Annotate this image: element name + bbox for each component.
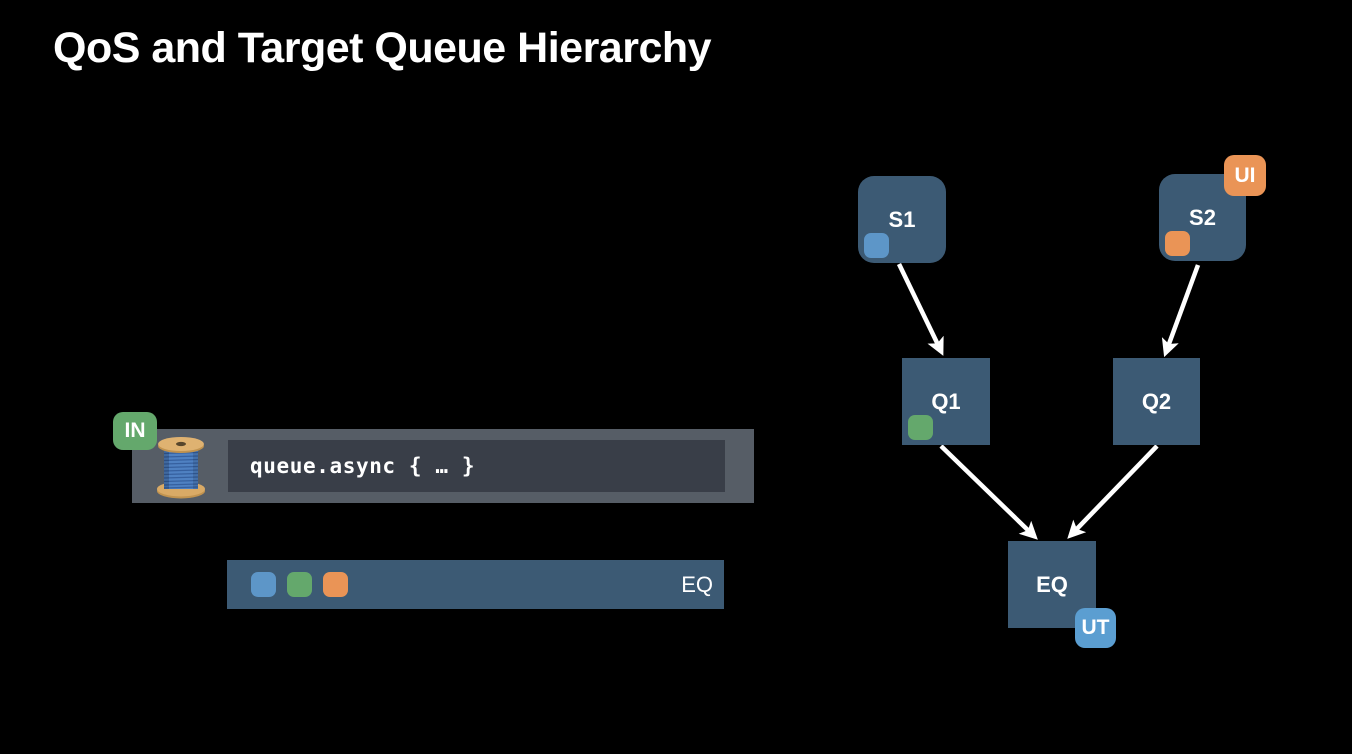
arrow-q1-eq	[939, 444, 1038, 540]
page-title: QoS and Target Queue Hierarchy	[53, 24, 712, 72]
serial-queue-bar: queue.async { … }	[132, 429, 754, 503]
in-badge: IN	[113, 412, 157, 450]
thread-spool-icon	[157, 437, 205, 499]
node-q2: Q2	[1113, 358, 1200, 445]
in-badge-label: IN	[124, 419, 146, 442]
node-s1: S1	[858, 176, 946, 263]
arrow-q2-eq	[1067, 444, 1159, 539]
qos-chip-orange	[323, 572, 348, 597]
node-s2: S2	[1159, 174, 1246, 261]
code-box: queue.async { … }	[228, 440, 725, 492]
node-q1: Q1	[902, 358, 990, 445]
node-s1-label: S1	[888, 206, 916, 232]
node-eq-label: EQ	[1036, 571, 1068, 597]
eq-bar-label: EQ	[681, 571, 713, 597]
ui-qos-badge: UI	[1224, 155, 1266, 196]
qos-chip-blue	[251, 572, 276, 597]
ut-qos-badge: UT	[1075, 608, 1116, 648]
code-text: queue.async { … }	[250, 454, 476, 478]
node-s2-label: S2	[1189, 204, 1216, 230]
qos-chip-green	[908, 415, 933, 440]
arrow-s2-q2	[1161, 264, 1201, 358]
ut-qos-badge-label: UT	[1081, 616, 1110, 639]
qos-chip-blue	[864, 233, 889, 258]
qos-chip-green	[287, 572, 312, 597]
node-q1-label: Q1	[931, 388, 961, 414]
eq-queue-bar: EQ	[227, 560, 724, 609]
qos-chip-orange	[1165, 231, 1190, 256]
arrow-s1-q1	[896, 263, 944, 356]
node-q2-label: Q2	[1141, 388, 1172, 414]
ui-qos-badge-label: UI	[1234, 163, 1256, 187]
